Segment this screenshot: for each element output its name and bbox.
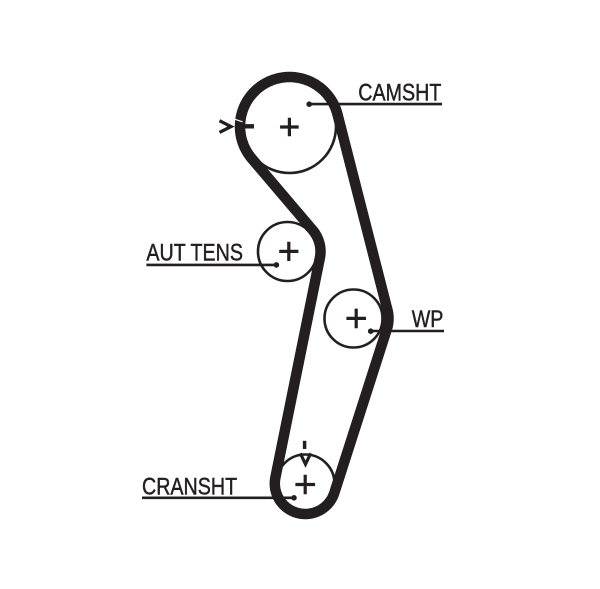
svg-text:AUT TENS: AUT TENS xyxy=(146,238,243,265)
svg-text:CAMSHT: CAMSHT xyxy=(358,79,441,106)
svg-text:WP: WP xyxy=(412,305,444,332)
svg-text:CRANSHT: CRANSHT xyxy=(142,473,237,500)
